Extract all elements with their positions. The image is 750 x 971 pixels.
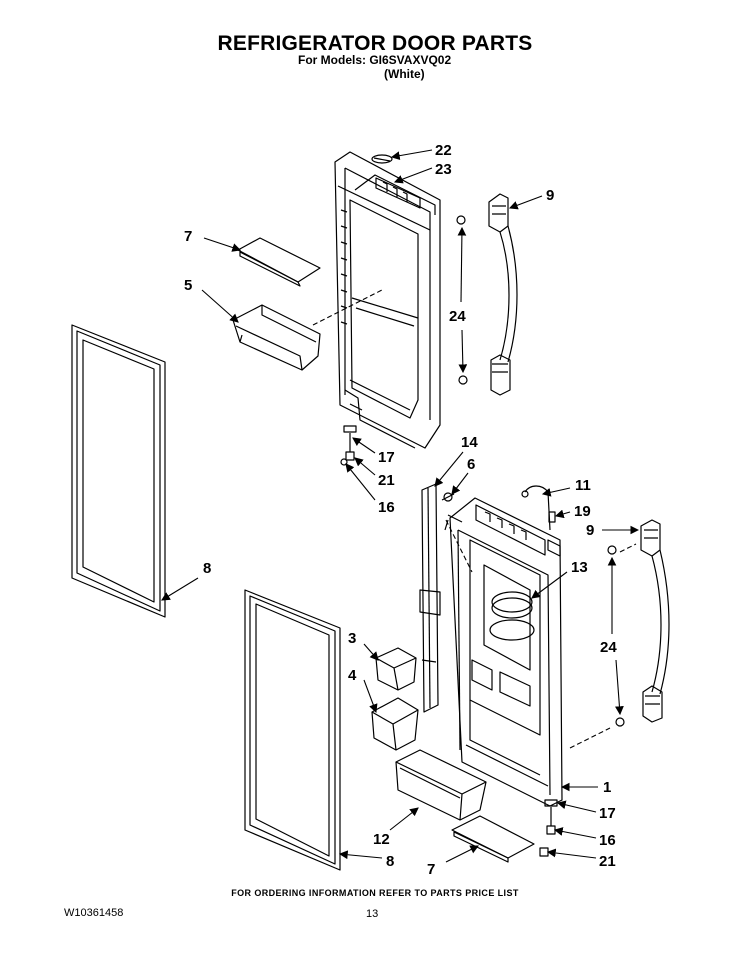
callout-14: 14 <box>461 434 478 451</box>
callout-21-lower: 21 <box>599 853 616 870</box>
callout-5: 5 <box>184 277 192 294</box>
ordering-note: FOR ORDERING INFORMATION REFER TO PARTS … <box>231 888 519 898</box>
part-8-left-door-gasket <box>71 324 166 618</box>
part-24-lower-screws <box>607 545 625 727</box>
page-title: REFRIGERATOR DOOR PARTS <box>217 32 533 55</box>
callout-6: 6 <box>467 456 475 473</box>
callout-17-lower: 17 <box>599 805 616 822</box>
part-8-right-door-gasket <box>244 589 341 871</box>
callout-4: 4 <box>348 667 357 684</box>
callout-9-lower: 9 <box>586 522 594 539</box>
callout-11: 11 <box>575 477 591 494</box>
callout-labels: 22 23 9 7 5 24 17 21 16 14 6 11 19 9 8 1… <box>184 142 617 878</box>
part-12-door-bin <box>395 749 487 821</box>
document-number: W10361458 <box>64 907 124 919</box>
part-6-screw <box>441 492 455 502</box>
part-14-door-trim-strip <box>419 483 441 713</box>
callout-12: 12 <box>373 831 390 848</box>
part-9-lower-door-handle <box>640 519 670 723</box>
callout-19: 19 <box>574 503 591 520</box>
part-17-21-16-upper-hinge-hardware <box>340 425 357 466</box>
callout-24-lower: 24 <box>600 639 617 656</box>
model-color: (White) <box>384 67 425 81</box>
part-19-fitting <box>547 511 561 557</box>
callout-7-upper: 7 <box>184 228 192 245</box>
page-number: 13 <box>366 908 379 920</box>
callout-13: 13 <box>571 559 588 576</box>
callout-17-upper: 17 <box>378 449 395 466</box>
callout-8-left: 8 <box>203 560 211 577</box>
right-door-liner <box>444 497 563 807</box>
callout-9-upper: 9 <box>546 187 554 204</box>
part-5-door-bin <box>232 304 321 371</box>
part-3-door-bin <box>375 647 417 691</box>
part-24-upper-screws <box>456 215 468 385</box>
callout-16-lower: 16 <box>599 832 616 849</box>
callout-8-right: 8 <box>386 853 394 870</box>
callout-23: 23 <box>435 161 452 178</box>
leader-lines <box>161 149 640 863</box>
model-number: For Models: GI6SVAXVQ02 <box>298 53 452 67</box>
part-4-door-bin <box>371 697 419 751</box>
callout-21-upper: 21 <box>378 472 395 489</box>
callout-22: 22 <box>435 142 452 159</box>
callout-1: 1 <box>603 779 611 796</box>
left-door-liner <box>334 151 441 449</box>
part-7-bottom-shelf <box>451 815 535 863</box>
callout-3: 3 <box>348 630 356 647</box>
callout-7-lower: 7 <box>427 861 435 878</box>
part-13-dispenser-ring <box>489 591 535 641</box>
part-7-top-shelf <box>237 237 321 287</box>
part-22-cap <box>371 154 393 164</box>
callout-24-upper: 24 <box>449 308 466 325</box>
part-17-16-21-lower-hinge-hardware <box>539 799 558 857</box>
part-9-upper-door-handle <box>488 193 518 396</box>
callout-16-upper: 16 <box>378 499 395 516</box>
